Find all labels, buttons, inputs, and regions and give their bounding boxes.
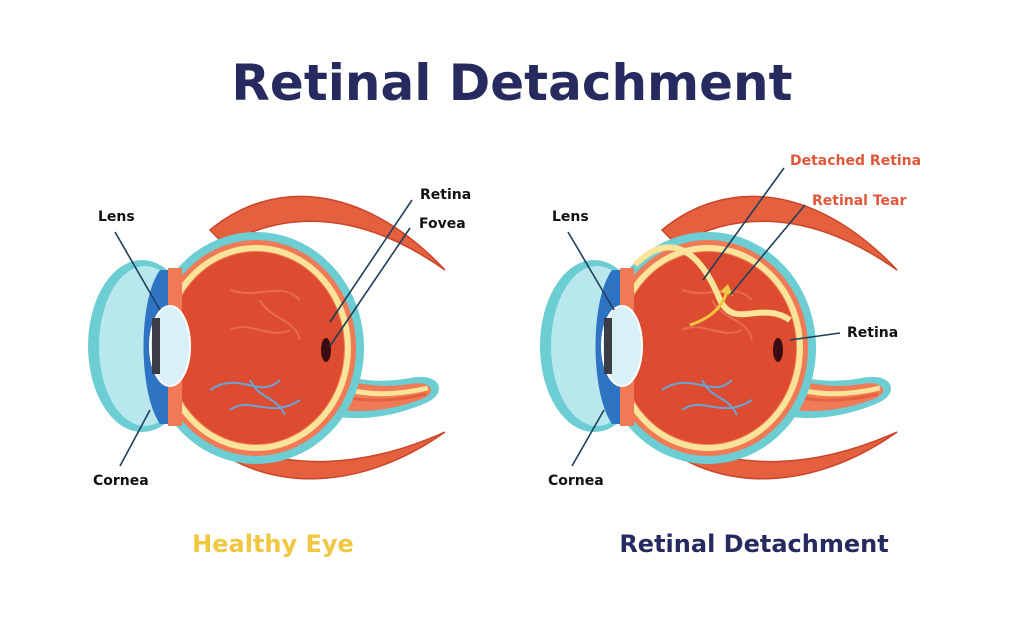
detached-eye-caption: Retinal Detachment	[619, 530, 888, 558]
detached-eye-leaders	[567, 167, 841, 467]
detached-retina-eye-icon	[540, 196, 897, 478]
label-lens: Lens	[552, 209, 589, 225]
healthy-eye-icon	[88, 196, 445, 478]
label-retinal-tear: Retinal Tear	[812, 193, 906, 209]
healthy-eye-leaders	[114, 199, 413, 467]
label-cornea: Cornea	[93, 473, 149, 489]
page-title: Retinal Detachment	[231, 54, 792, 112]
label-fovea: Fovea	[419, 216, 466, 232]
healthy-eye-caption: Healthy Eye	[192, 530, 354, 558]
label-retina: Retina	[847, 325, 898, 341]
label-detached-retina: Detached Retina	[790, 153, 921, 169]
label-retina: Retina	[420, 187, 471, 203]
label-cornea: Cornea	[548, 473, 604, 489]
label-lens: Lens	[98, 209, 135, 225]
